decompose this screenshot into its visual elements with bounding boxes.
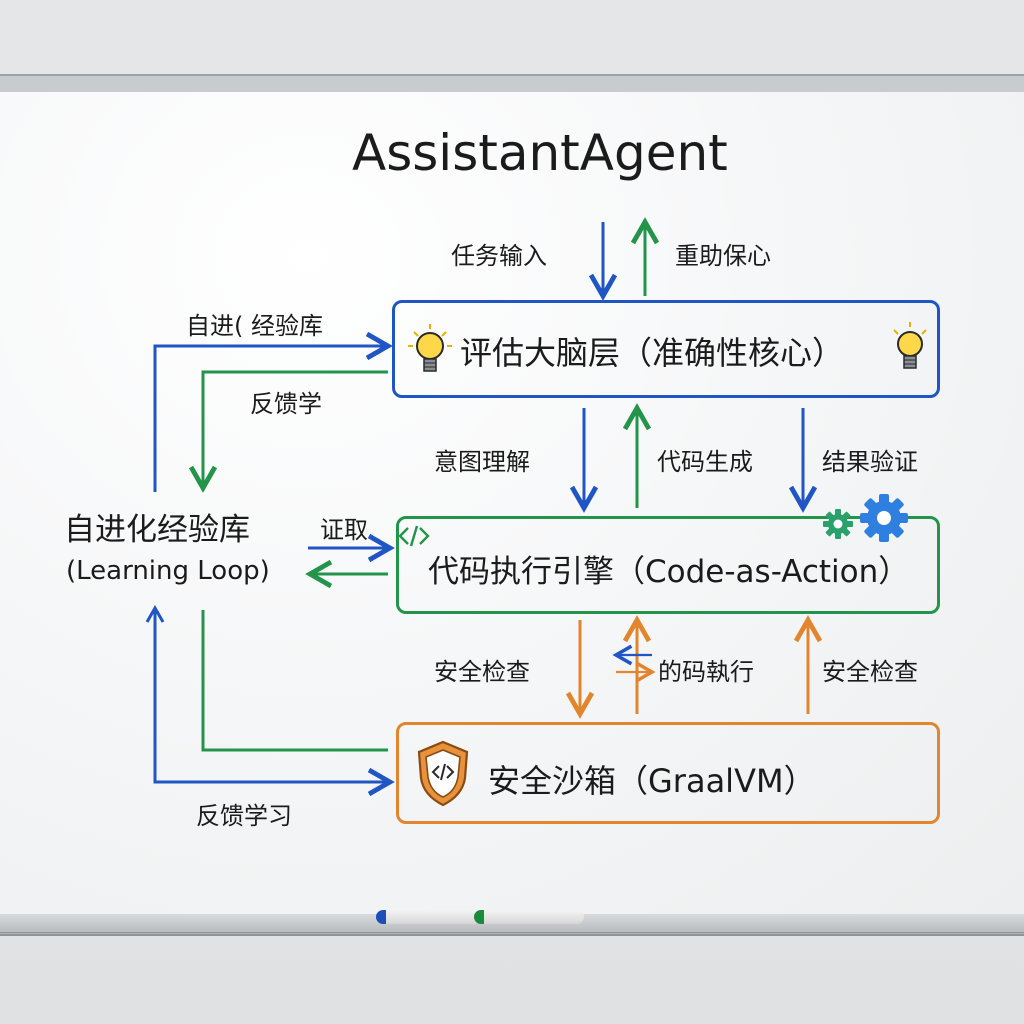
learning-loop-subtitle: (Learning Loop): [66, 556, 270, 586]
security-check-right-label: 安全检查: [822, 658, 918, 686]
code-engine-box: [396, 516, 940, 614]
intent-understanding-label: 意图理解: [434, 448, 530, 476]
diagram-title: AssistantAgent: [352, 124, 728, 182]
task-input-label: 任务输入: [451, 242, 547, 270]
gear-icon: [823, 509, 853, 539]
to-engine-label: 证取: [320, 516, 368, 544]
return-label: 重助保心: [675, 242, 771, 270]
brain-layer-label: 评估大脑层（准确性核心）: [460, 334, 845, 372]
sandbox-box: [396, 722, 940, 824]
shield-code-icon: [417, 740, 469, 807]
green-marker: [474, 910, 584, 924]
brain-layer-box: [392, 300, 940, 398]
to-brain-label: 自进( 经验库: [186, 312, 323, 340]
feedback-learning-label: 反馈学习: [196, 802, 292, 830]
code-engine-label: 代码执行引擎（Code-as-Action）: [428, 554, 910, 590]
code-execution-label: 的码執行: [658, 658, 754, 686]
whiteboard-surface: [0, 92, 1024, 914]
result-verification-label: 结果验证: [822, 448, 918, 476]
blue-marker: [376, 910, 482, 924]
code-generation-label: 代码生成: [657, 448, 753, 476]
from-brain-label: 反馈学: [250, 390, 322, 418]
code-brackets-icon: [398, 525, 430, 547]
sandbox-label: 安全沙箱（GraalVM）: [488, 762, 816, 800]
security-check-left-label: 安全检查: [434, 658, 530, 686]
lightbulb-icon: [408, 324, 452, 372]
gear-icon: [860, 494, 908, 542]
lightbulb-icon: [893, 322, 927, 369]
learning-loop-title: 自进化经验库: [64, 512, 250, 548]
